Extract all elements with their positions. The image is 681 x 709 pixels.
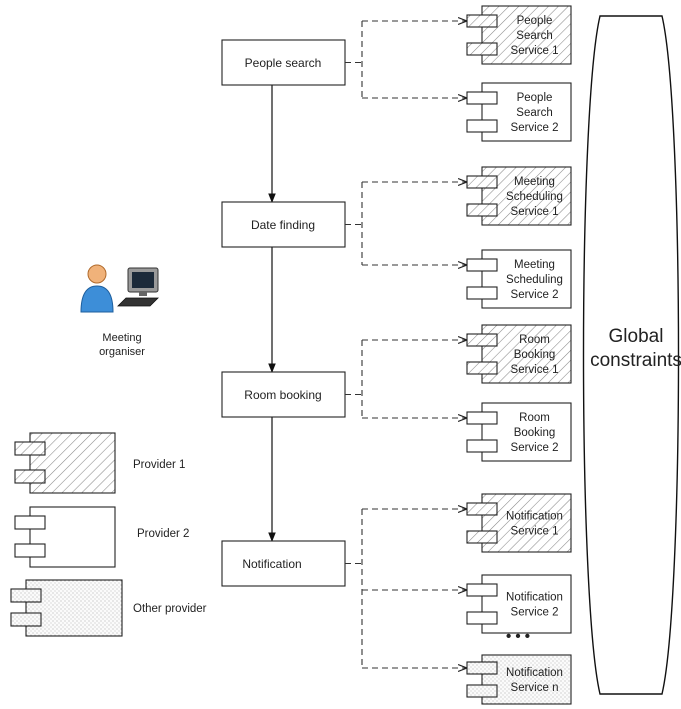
- service-date-finding-4-port-1: [466, 258, 498, 272]
- task-label: Room booking: [244, 388, 321, 402]
- service-label-line: People: [517, 92, 553, 104]
- service-people-search-1-port-2: [466, 42, 498, 56]
- legend-provider-2-swatch-port-2: [14, 543, 46, 558]
- task-label: People search: [245, 56, 322, 70]
- service-label-line: Service 1: [511, 206, 559, 218]
- service-label-line: Meeting: [514, 176, 555, 188]
- service-label-line: Room: [519, 334, 550, 346]
- service-room-booking-5-port-1: [466, 333, 498, 347]
- service-label-line: Room: [519, 412, 550, 424]
- bindings-room-booking: [345, 340, 466, 418]
- service-notification-7-port-1: [466, 502, 498, 516]
- service-label-line: Service n: [511, 682, 559, 694]
- global-constraints-label-line-1: Global: [609, 326, 664, 347]
- service-people-search-2-port-2: [466, 119, 498, 133]
- service-date-finding-4-port-2: [466, 286, 498, 300]
- service-label-line: Service 2: [511, 122, 559, 134]
- task-box: [221, 371, 346, 418]
- task-room-booking: Room booking: [221, 371, 346, 418]
- service-label-line: Booking: [514, 349, 556, 361]
- meeting-organiser: Meeting organiser: [80, 264, 159, 358]
- meeting-organiser-label-line-1: Meeting: [102, 332, 141, 344]
- service-label-line: Notification: [506, 511, 563, 523]
- task-notification: Notification: [221, 540, 346, 587]
- service-label-line: Search: [516, 30, 552, 42]
- legend-other-label: Other provider: [133, 603, 207, 615]
- legend-provider-2-swatch: [14, 506, 116, 568]
- binding-arrows: [345, 21, 466, 668]
- task-box: [221, 39, 346, 86]
- service-room-booking-5-port-2: [466, 361, 498, 375]
- service-people-search-2-port-1: [466, 91, 498, 105]
- more-services-ellipsis: • • •: [506, 628, 530, 645]
- meeting-organiser-label-line-2: organiser: [99, 346, 145, 358]
- service-label-line: Service 1: [511, 45, 559, 57]
- service-label-line: Service 1: [511, 364, 559, 376]
- service-label-line: Service 2: [511, 607, 559, 619]
- service-label-line: Service 2: [511, 442, 559, 454]
- legend-other-swatch: [10, 579, 123, 637]
- global-constraints: Global constraints: [582, 15, 681, 695]
- service-notification-9-port-1: [466, 661, 498, 675]
- task-people-search: People search: [221, 39, 346, 86]
- service-label-line: People: [517, 15, 553, 27]
- service-label-line: Service 1: [511, 526, 559, 538]
- service-notification-8-port-2: [466, 611, 498, 625]
- service-people-search-1-port-1: [466, 14, 498, 28]
- service-notification-7-port-2: [466, 530, 498, 544]
- service-notification-9-port-2: [466, 684, 498, 698]
- service-notification-8-port-1: [466, 583, 498, 597]
- service-label-line: Notification: [506, 667, 563, 679]
- legend-other-swatch-port-2: [10, 612, 42, 627]
- computer-icon: [117, 267, 159, 307]
- service-date-finding-3-port-2: [466, 203, 498, 217]
- person-icon: [80, 264, 114, 313]
- task-box: [221, 540, 346, 587]
- legend-provider-1-swatch-port-1: [14, 441, 46, 456]
- task-label: Date finding: [251, 218, 315, 232]
- legend: Provider 1 Provider 2 Other provider: [10, 432, 207, 637]
- task-label: Notification: [242, 557, 301, 571]
- legend-provider-1-label: Provider 1: [133, 459, 185, 471]
- service-date-finding-3-port-1: [466, 175, 498, 189]
- bindings-date-finding: [345, 182, 466, 265]
- service-label-line: Notification: [506, 592, 563, 604]
- service-room-booking-6-port-2: [466, 439, 498, 453]
- legend-other-swatch-port-1: [10, 588, 42, 603]
- bindings-people-search: [345, 21, 466, 98]
- service-label-line: Meeting: [514, 259, 555, 271]
- service-label-line: Search: [516, 107, 552, 119]
- service-label-line: Scheduling: [506, 191, 563, 203]
- service-label-line: Service 2: [511, 289, 559, 301]
- global-constraints-shape: [582, 15, 680, 695]
- service-label-line: Scheduling: [506, 274, 563, 286]
- task-date-finding: Date finding: [221, 201, 346, 248]
- service-room-booking-6-port-1: [466, 411, 498, 425]
- bindings-notification: [345, 509, 466, 668]
- legend-other-swatch-body: [25, 579, 123, 637]
- legend-provider-2-swatch-port-1: [14, 515, 46, 530]
- legend-provider-2-label: Provider 2: [137, 528, 189, 540]
- service-label-line: Booking: [514, 427, 556, 439]
- legend-provider-1-swatch-port-2: [14, 469, 46, 484]
- legend-provider-1-swatch: [14, 432, 116, 494]
- global-constraints-label-line-2: constraints: [590, 350, 681, 371]
